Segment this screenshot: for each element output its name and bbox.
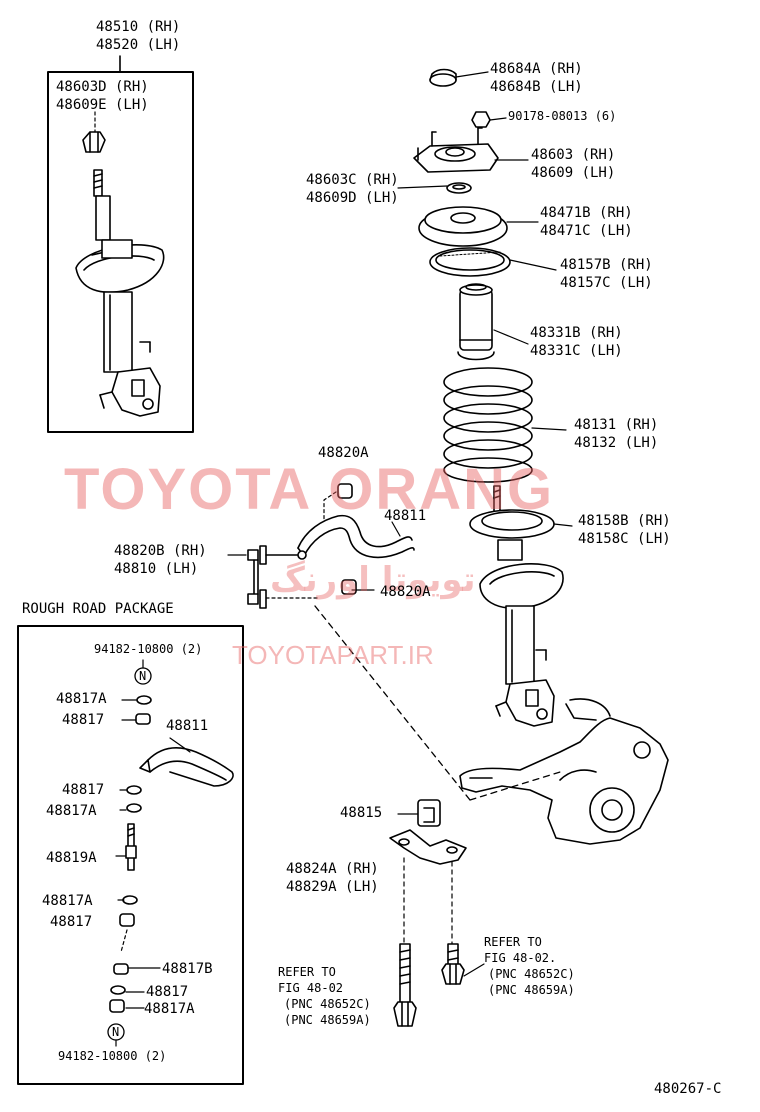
part-label: 90178-08013 (6) bbox=[508, 109, 617, 123]
part-label: 48603 (RH) bbox=[531, 147, 616, 163]
part-label: 48820B (RH) bbox=[114, 543, 207, 559]
stabilizer-bracket-drawing bbox=[389, 829, 467, 945]
watermark-site: TOYOTAPART.IR bbox=[232, 640, 434, 670]
part-label: 48609 (LH) bbox=[531, 165, 616, 181]
knuckle-drawing bbox=[459, 698, 669, 845]
support-mount-drawing bbox=[413, 127, 529, 173]
part-label: 48609E (LH) bbox=[56, 97, 149, 113]
part-label: 48157C (LH) bbox=[560, 275, 653, 291]
nut-drawing bbox=[471, 111, 507, 128]
part-label: 48471C (LH) bbox=[540, 223, 633, 239]
part-label: 48811 bbox=[384, 508, 427, 524]
part-label: 48158B (RH) bbox=[578, 513, 671, 529]
part-label: 48609D (LH) bbox=[306, 190, 399, 206]
part-label: 48520 (LH) bbox=[96, 37, 181, 53]
assembled-strut-drawing bbox=[75, 111, 165, 417]
refer-note: (PNC 48652C) bbox=[284, 997, 371, 1011]
insulator-drawing bbox=[429, 247, 557, 277]
part-label: 48817 bbox=[50, 914, 93, 930]
watermark-brand: TOYOTA ORANG bbox=[64, 457, 555, 522]
refer-note: (PNC 48659A) bbox=[488, 983, 575, 997]
n-mark: N bbox=[139, 669, 147, 683]
figure-number: 480267-C bbox=[654, 1081, 722, 1097]
part-label: 48603D (RH) bbox=[56, 79, 149, 95]
part-label: 48131 (RH) bbox=[574, 417, 659, 433]
refer-note: REFER TO bbox=[278, 965, 336, 979]
rough-road-title: ROUGH ROAD PACKAGE bbox=[22, 601, 174, 617]
refer-note: FIG 48-02. bbox=[484, 951, 557, 965]
part-label: 48810 (LH) bbox=[114, 561, 199, 577]
part-label: 48817A bbox=[144, 1001, 195, 1017]
watermark-persian: تویوتا اورنگ bbox=[270, 560, 476, 600]
part-label: 48819A bbox=[46, 850, 97, 866]
part-label: 48817A bbox=[46, 803, 97, 819]
part-label: 48820A bbox=[380, 584, 431, 600]
part-label: 48331B (RH) bbox=[530, 325, 623, 341]
part-label: 48815 bbox=[340, 805, 383, 821]
stabilizer-bar-drawing bbox=[297, 514, 415, 559]
coil-spring-drawing bbox=[443, 367, 567, 483]
n-mark: N bbox=[112, 1025, 120, 1039]
refer-note: FIG 48-02 bbox=[278, 981, 344, 995]
part-label: 48471B (RH) bbox=[540, 205, 633, 221]
part-label: 48603C (RH) bbox=[306, 172, 399, 188]
bracket-bushing-drawing bbox=[397, 799, 441, 827]
part-label: 48817A bbox=[56, 691, 107, 707]
refer-note: (PNC 48652C) bbox=[488, 967, 575, 981]
stabilizer-bushing-drawing bbox=[323, 483, 375, 595]
part-label: 94182-10800 (2) bbox=[94, 642, 203, 656]
part-label: 48684B (LH) bbox=[490, 79, 583, 95]
part-label: 48684A (RH) bbox=[490, 61, 583, 77]
rough-road-box bbox=[17, 625, 244, 1085]
part-label: 48829A (LH) bbox=[286, 879, 379, 895]
part-label: 48811 bbox=[166, 718, 209, 734]
part-label: 48817 bbox=[146, 984, 189, 1000]
part-label: 48157B (RH) bbox=[560, 257, 653, 273]
bumper-boot-drawing bbox=[457, 283, 529, 361]
part-label: 48817 bbox=[62, 782, 105, 798]
part-label: 48158C (LH) bbox=[578, 531, 671, 547]
part-label: 48824A (RH) bbox=[286, 861, 379, 877]
dust-cap-drawing bbox=[429, 68, 489, 87]
part-label: 48820A bbox=[318, 445, 369, 461]
rough-road-parts-drawing bbox=[107, 659, 234, 1047]
shock-absorber-drawing bbox=[469, 485, 573, 727]
strut-assembly-box bbox=[47, 55, 194, 433]
bearing-drawing bbox=[397, 182, 472, 194]
part-label: 48817 bbox=[62, 712, 105, 728]
refer-note: REFER TO bbox=[484, 935, 542, 949]
part-label: 94182-10800 (2) bbox=[58, 1049, 167, 1063]
leader-dashed-line bbox=[314, 605, 561, 801]
part-label: 48817A bbox=[42, 893, 93, 909]
part-label: 48510 (RH) bbox=[96, 19, 181, 35]
part-label: 48132 (LH) bbox=[574, 435, 659, 451]
refer-note: (PNC 48659A) bbox=[284, 1013, 371, 1027]
part-label: 48817B bbox=[162, 961, 213, 977]
stabilizer-link-drawing bbox=[227, 545, 321, 609]
part-label: 48331C (LH) bbox=[530, 343, 623, 359]
bolt-drawing bbox=[393, 943, 485, 1027]
upper-seat-drawing bbox=[418, 206, 539, 247]
